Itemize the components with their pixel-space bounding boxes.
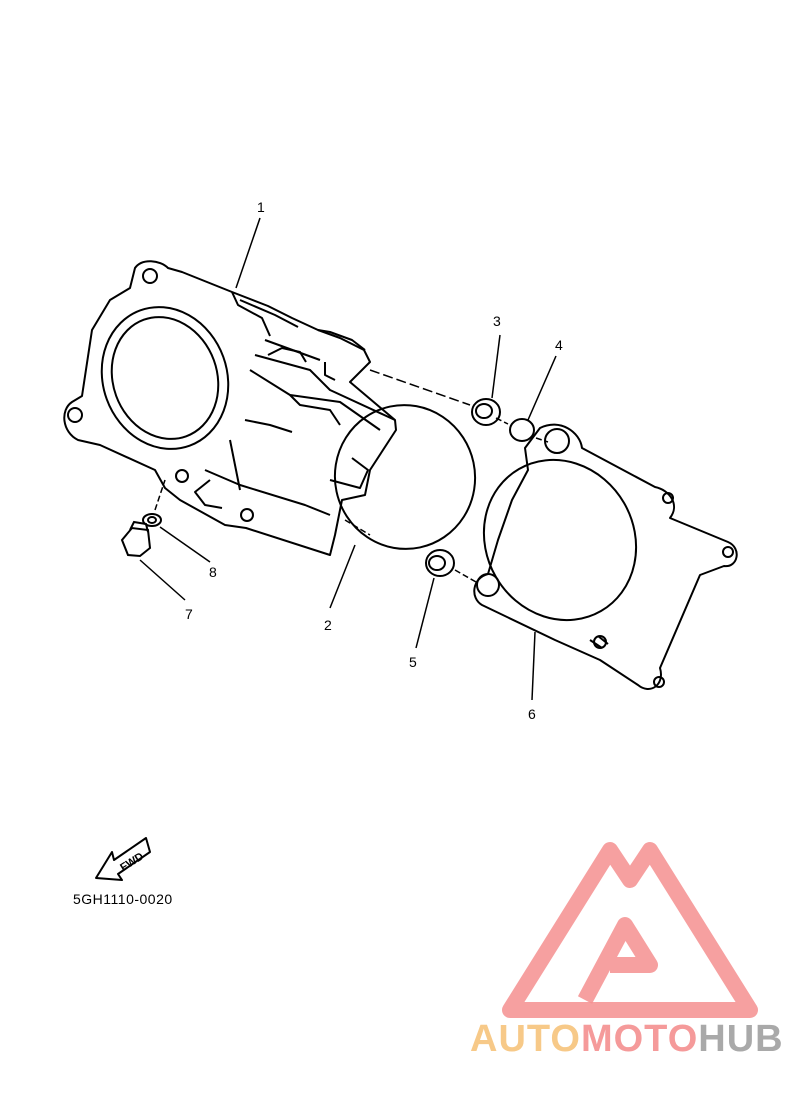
part-label-3: 3	[493, 313, 501, 329]
fwd-arrow-icon: FWD	[95, 837, 151, 881]
dowel-pin-3-drawing	[471, 398, 501, 426]
brand-auto: AUTO	[470, 1018, 581, 1060]
part-label-7: 7	[185, 606, 193, 622]
o-ring-4-drawing	[509, 418, 535, 442]
base-gasket-drawing	[473, 423, 738, 690]
dowel-pin-5-drawing	[425, 549, 455, 577]
part-labels: 1 3 4 8 7 2 5 6	[185, 199, 563, 722]
cylinder-drawing	[63, 260, 397, 556]
bolt-7-drawing	[120, 520, 152, 558]
brand-moto: MOTO	[580, 1018, 699, 1060]
diagram-code: 5GH1110-0020	[73, 891, 173, 907]
part-label-5: 5	[409, 654, 417, 670]
washer-8-drawing	[142, 513, 162, 527]
part-label-1: 1	[257, 199, 265, 215]
part-label-4: 4	[555, 337, 563, 353]
part-label-2: 2	[324, 617, 332, 633]
part-label-8: 8	[209, 564, 217, 580]
brand-logo-icon	[502, 842, 758, 1018]
cylinder-gasket-drawing	[333, 404, 477, 550]
brand-hub: HUB	[698, 1018, 784, 1060]
part-label-6: 6	[528, 706, 536, 722]
leader-lines	[139, 217, 557, 701]
brand-watermark: AUTOMOTOHUB	[470, 1018, 784, 1061]
